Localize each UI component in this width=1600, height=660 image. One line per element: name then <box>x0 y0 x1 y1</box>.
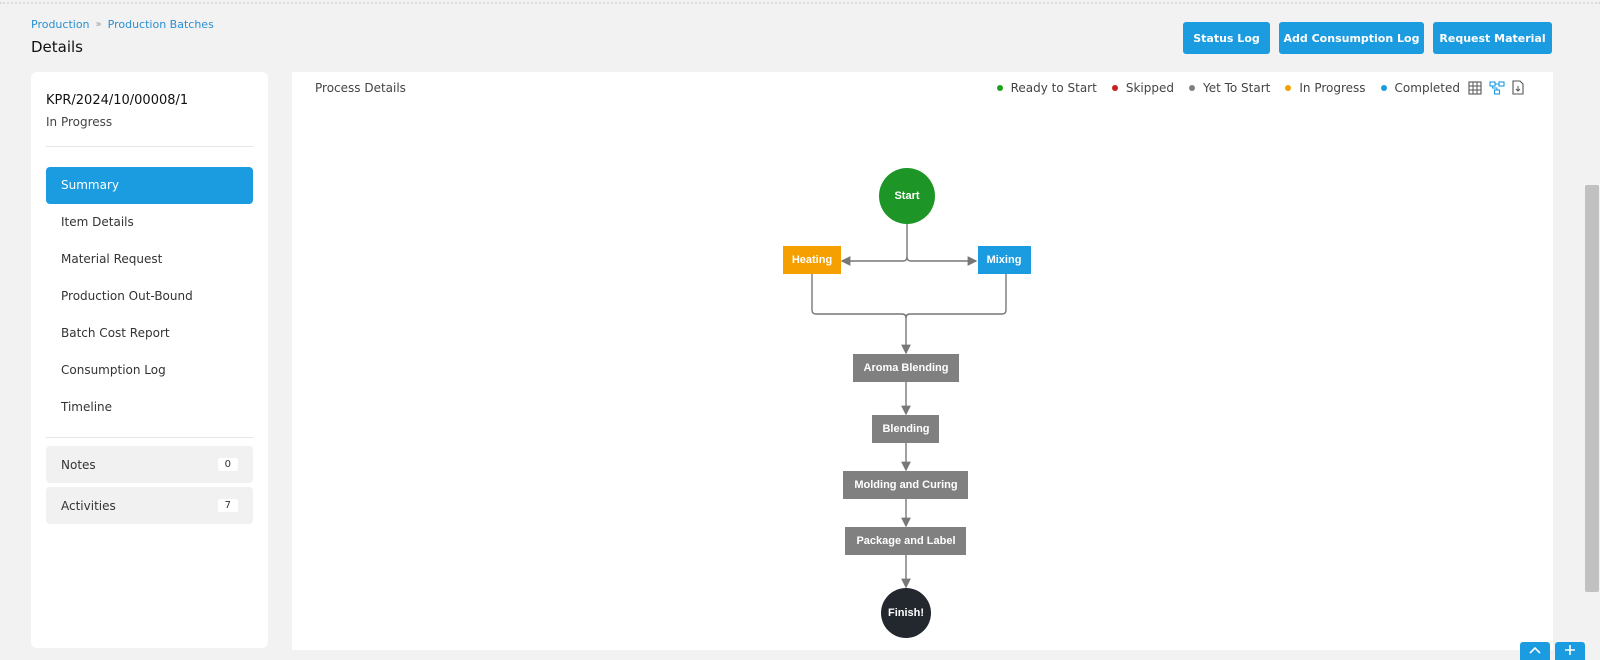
node-finish-label: Finish! <box>888 607 924 619</box>
sidebar-item-summary[interactable]: Summary <box>46 167 253 204</box>
node-heating-label: Heating <box>792 254 832 266</box>
node-heating-shape <box>783 246 841 274</box>
legend-label: In Progress <box>1299 81 1366 95</box>
legend-dot <box>996 85 1003 91</box>
sidebar-divider <box>46 437 253 438</box>
node-aroma-blending-shape <box>853 354 959 382</box>
node-molding-curing[interactable]: Molding and Curing <box>843 471 968 499</box>
chevron-up-icon <box>1529 646 1541 654</box>
batch-id: KPR/2024/10/00008/1 <box>46 93 189 108</box>
breadcrumb: Production » Production Batches <box>31 18 214 31</box>
top-divider <box>0 0 1600 4</box>
legend-skipped: Skipped <box>1111 81 1174 95</box>
process-flowchart: Start Heating Mixing Aroma Blending Blen… <box>783 168 1031 638</box>
node-package-label-shape <box>845 527 966 555</box>
node-start[interactable]: Start <box>879 168 935 224</box>
sidebar-nav: Summary Item Details Material Request Pr… <box>46 167 253 426</box>
node-blending-shape <box>872 415 939 443</box>
flow-edges <box>811 224 1007 589</box>
process-details-title: Process Details <box>315 81 406 95</box>
legend-dot <box>1111 85 1118 91</box>
legend-label: Ready to Start <box>1010 81 1097 95</box>
node-mixing-label: Mixing <box>987 254 1022 266</box>
node-start-shape <box>879 168 935 224</box>
header-actions: Status Log Add Consumption Log Request M… <box>1183 22 1552 54</box>
notes-count-badge: 0 <box>217 458 238 471</box>
page-title: Details <box>31 38 84 56</box>
export-file-icon[interactable] <box>1512 80 1524 95</box>
legend-ready-to-start: Ready to Start <box>996 81 1097 95</box>
add-button[interactable] <box>1555 642 1585 660</box>
grid-view-icon[interactable] <box>1468 80 1482 95</box>
activities-row[interactable]: Activities 7 <box>46 487 253 524</box>
plus-icon <box>1565 645 1575 655</box>
legend-label: Completed <box>1394 81 1460 95</box>
node-molding-curing-label: Molding and Curing <box>854 479 957 491</box>
process-details-panel: Process Details Ready to Start Skipped Y… <box>292 72 1553 650</box>
notes-label: Notes <box>61 457 96 472</box>
node-blending-label: Blending <box>882 423 929 435</box>
node-blending[interactable]: Blending <box>872 415 939 443</box>
node-mixing[interactable]: Mixing <box>978 246 1031 274</box>
node-molding-curing-shape <box>843 471 968 499</box>
scroll-top-button[interactable] <box>1520 642 1550 660</box>
legend-in-progress: In Progress <box>1285 81 1366 95</box>
node-aroma-blending[interactable]: Aroma Blending <box>853 354 959 382</box>
legend-dot <box>1380 85 1387 91</box>
legend-label: Yet To Start <box>1202 81 1271 95</box>
sidebar-item-production-out-bound[interactable]: Production Out-Bound <box>61 289 193 303</box>
edge-mixing-aroma <box>905 274 1007 319</box>
breadcrumb-production-batches[interactable]: Production Batches <box>107 18 214 31</box>
node-finish[interactable]: Finish! <box>881 588 931 638</box>
breadcrumb-production[interactable]: Production <box>31 18 90 31</box>
edge-heating-aroma <box>811 274 911 355</box>
add-consumption-log-button[interactable]: Add Consumption Log <box>1279 22 1424 54</box>
batch-sidebar: KPR/2024/10/00008/1 In Progress Summary … <box>31 72 268 648</box>
sidebar-item-batch-cost-report[interactable]: Batch Cost Report <box>61 326 170 340</box>
sidebar-item-material-request[interactable]: Material Request <box>61 252 163 266</box>
status-legend: Ready to Start Skipped Yet To Start In P… <box>996 81 1460 95</box>
notes-row[interactable]: Notes 0 <box>46 446 253 483</box>
node-start-label: Start <box>894 190 919 202</box>
legend-completed: Completed <box>1380 81 1460 95</box>
view-toggle-icons <box>1468 80 1524 95</box>
node-aroma-blending-label: Aroma Blending <box>864 362 949 374</box>
sidebar-item-consumption-log[interactable]: Consumption Log <box>61 363 166 377</box>
legend-dot <box>1188 85 1195 91</box>
chevron-right-icon: » <box>95 19 102 30</box>
request-material-button[interactable]: Request Material <box>1433 22 1552 54</box>
batch-status: In Progress <box>46 115 113 129</box>
node-package-label[interactable]: Package and Label <box>845 527 966 555</box>
status-log-button[interactable]: Status Log <box>1183 22 1270 54</box>
flow-view-icon[interactable] <box>1489 80 1505 95</box>
edge-start-heating <box>840 224 908 266</box>
node-package-label-label: Package and Label <box>856 535 955 547</box>
sidebar-item-item-details[interactable]: Item Details <box>61 215 134 229</box>
edge-start-mixing <box>906 256 978 266</box>
sidebar-item-timeline[interactable]: Timeline <box>61 400 113 414</box>
node-finish-shape <box>881 588 931 638</box>
legend-label: Skipped <box>1125 81 1174 95</box>
legend-yet-to-start: Yet To Start <box>1188 81 1271 95</box>
page-scrollbar-thumb[interactable] <box>1585 185 1599 592</box>
legend-dot <box>1285 85 1292 91</box>
node-heating[interactable]: Heating <box>783 246 841 274</box>
activities-label: Activities <box>61 498 116 513</box>
sidebar-divider <box>46 146 253 147</box>
activities-count-badge: 7 <box>217 499 238 512</box>
node-mixing-shape <box>978 246 1031 274</box>
